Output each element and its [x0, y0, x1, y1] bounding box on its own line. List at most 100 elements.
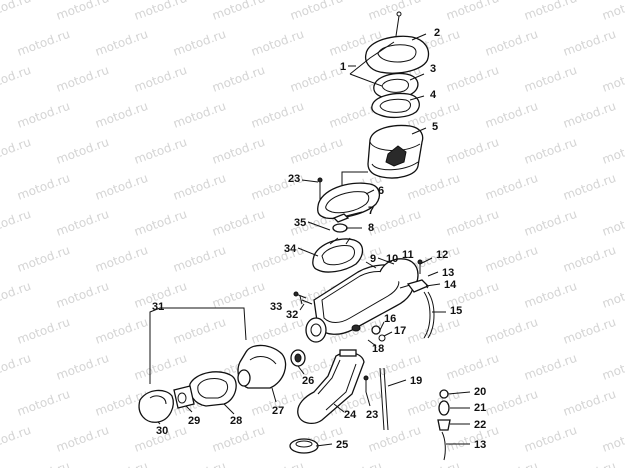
callout-16: 16 — [384, 313, 396, 325]
watermark-text: motod.ru — [0, 63, 33, 95]
watermark-text: motod.ru — [444, 351, 501, 383]
watermark-text: motod.ru — [444, 0, 501, 23]
callout-10: 10 — [386, 253, 398, 265]
watermark-text: motod.ru — [132, 63, 189, 95]
watermark-text: motod.ru — [15, 315, 72, 347]
watermark-text: motod.ru — [210, 0, 267, 23]
watermark-text: motod.ru — [249, 459, 306, 468]
callout-29: 29 — [188, 415, 200, 427]
watermark-text: motod.ru — [600, 63, 625, 95]
callout-9: 9 — [370, 253, 376, 265]
callout-25: 25 — [336, 439, 348, 451]
watermark-text: motod.ru — [210, 423, 267, 455]
watermark-text: motod.ru — [405, 459, 462, 468]
callout-28: 28 — [230, 415, 242, 427]
part-gasket-3 — [373, 72, 419, 99]
part-spacer-8 — [332, 223, 348, 233]
callout-23-upper: 23 — [288, 173, 300, 185]
part-drain-cap — [289, 438, 319, 454]
watermark-text: motod.ru — [561, 27, 618, 59]
watermark-text: motod.ru — [561, 459, 618, 468]
watermark-text: motod.ru — [210, 279, 267, 311]
callout-12: 12 — [436, 249, 448, 261]
watermark-text: motod.ru — [54, 423, 111, 455]
callout-3: 3 — [430, 63, 436, 75]
watermark-text: motod.ru — [15, 387, 72, 419]
watermark-text: motod.ru — [366, 423, 423, 455]
part-lower-duct — [297, 349, 365, 425]
watermark-text: motod.ru — [171, 315, 228, 347]
watermark-text: motod.ru — [405, 171, 462, 203]
callout-34: 34 — [284, 243, 297, 255]
watermark-text: motod.ru — [171, 243, 228, 275]
leader-lines — [149, 33, 471, 447]
watermark-text: motod.ru — [483, 387, 540, 419]
watermark-text: motod.ru — [249, 27, 306, 59]
callout-24: 24 — [344, 409, 357, 421]
watermark-text: motod.ru — [54, 63, 111, 95]
part-intake-boot — [237, 344, 287, 389]
watermark-text: motod.ru — [93, 243, 150, 275]
watermark-text: motod.ru — [54, 135, 111, 167]
callout-13-lower: 13 — [474, 439, 486, 451]
watermark-text: motod.ru — [483, 99, 540, 131]
watermark-text: motod.ru — [93, 315, 150, 347]
watermark-text: motod.ru — [405, 387, 462, 419]
watermark-text: motod.ru — [600, 279, 625, 311]
watermark-text: motod.ru — [483, 171, 540, 203]
part-air-filter-element — [367, 124, 424, 179]
watermark-text: motod.ru — [444, 63, 501, 95]
callout-5: 5 — [432, 121, 438, 133]
callout-1: 1 — [340, 61, 346, 73]
watermark-text: motod.ru — [54, 207, 111, 239]
watermark-text: motod.ru — [522, 207, 579, 239]
watermark-text: motod.ru — [522, 135, 579, 167]
part-bolts — [293, 177, 423, 392]
callout-22: 22 — [474, 419, 486, 431]
watermark-text: motod.ru — [561, 243, 618, 275]
callout-27: 27 — [272, 405, 284, 417]
callout-23-lower: 23 — [366, 409, 378, 421]
watermark-text: motod.ru — [93, 27, 150, 59]
watermark-text: motod.ru — [600, 207, 625, 239]
watermark-text: motod.ru — [0, 279, 33, 311]
watermark-text: motod.ru — [93, 171, 150, 203]
watermark-text: motod.ru — [132, 207, 189, 239]
callout-7: 7 — [368, 205, 374, 217]
watermark-text: motod.ru — [93, 99, 150, 131]
watermark-text: motod.ru — [210, 207, 267, 239]
watermark-text: motod.ru — [444, 207, 501, 239]
part-silencer-30 — [138, 389, 174, 423]
watermark-text: motod.ru — [561, 315, 618, 347]
callout-13-upper: 13 — [442, 267, 454, 279]
callout-35: 35 — [294, 217, 306, 229]
watermark-text: motod.ru — [0, 351, 33, 383]
callout-30: 30 — [156, 425, 168, 437]
callout-2: 2 — [434, 27, 440, 39]
part-connector-29 — [173, 385, 195, 409]
watermark-text: motod.ru — [483, 243, 540, 275]
watermark-text: motod.ru — [54, 0, 111, 23]
callout-labels: 1 2 3 4 5 6 7 8 9 10 11 12 13 14 15 16 1… — [152, 27, 486, 451]
watermark-text: motod.ru — [171, 171, 228, 203]
part-seal-ring-4 — [371, 92, 420, 119]
watermark-text: motod.ru — [600, 423, 625, 455]
watermark-text: motod.ru — [561, 171, 618, 203]
watermark-text: motod.ru — [522, 0, 579, 23]
watermark-text: motod.ru — [444, 423, 501, 455]
callout-20: 20 — [474, 386, 486, 398]
watermark-text: motod.ru — [15, 171, 72, 203]
callout-21: 21 — [474, 402, 486, 414]
watermark-text: motod.ru — [288, 135, 345, 167]
watermark-text: motod.ru — [522, 423, 579, 455]
watermark-text: motod.ru — [15, 99, 72, 131]
callout-14: 14 — [444, 279, 457, 291]
watermark-text: motod.ru — [366, 0, 423, 23]
callout-8: 8 — [368, 222, 374, 234]
watermark-text: motod.ru — [210, 63, 267, 95]
watermark-text: motod.ru — [483, 315, 540, 347]
watermark-text: motod.ru — [210, 135, 267, 167]
watermark-text: motod.ru — [15, 27, 72, 59]
part-coupling-26 — [290, 349, 306, 367]
